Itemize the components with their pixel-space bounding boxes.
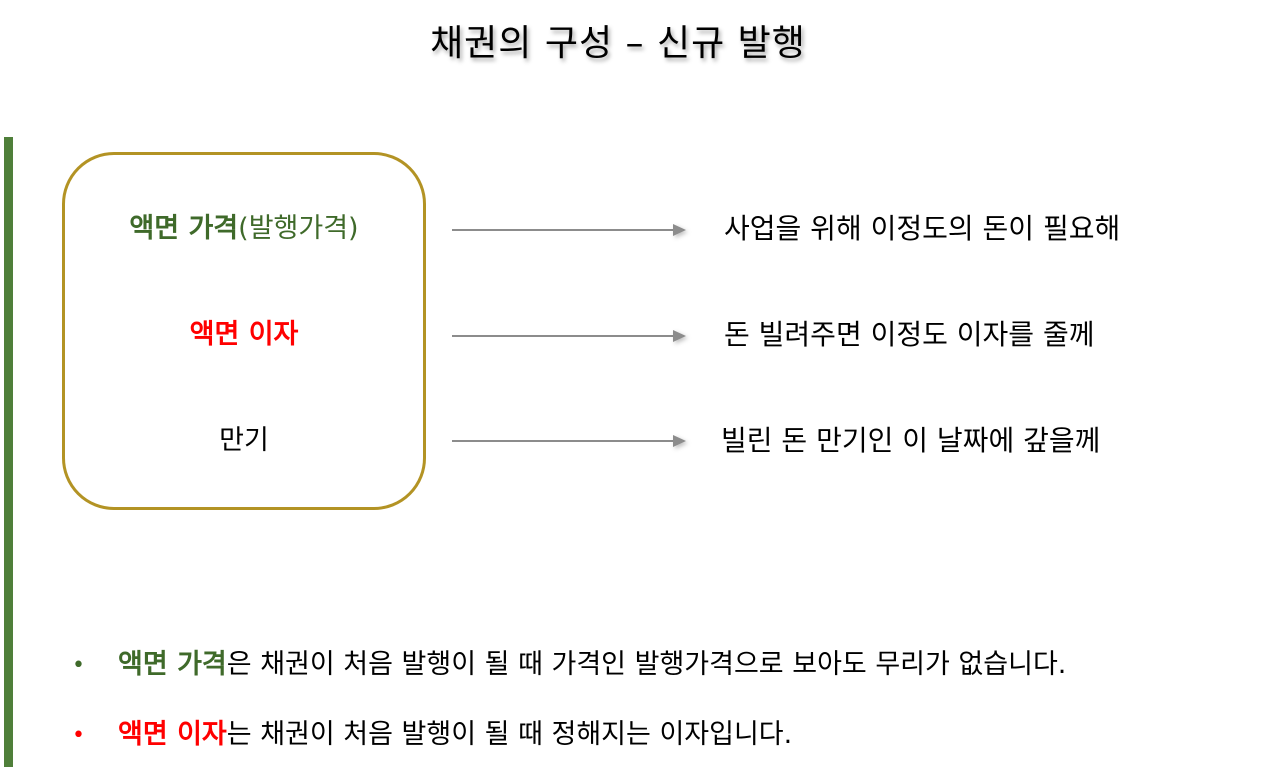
bullet-text: 는 채권이 처음 발행이 될 때 정해지는 이자입니다. [226,719,793,750]
terms-box [62,152,426,510]
term-coupon-label: 액면 이자 [189,319,299,350]
desc-face-value: 사업을 위해 이정도의 돈이 필요해 [724,212,1121,245]
bullet-highlight: 액면 가격 [118,649,227,680]
left-accent-bar [4,137,13,767]
arrow-head-icon [673,330,686,342]
term-coupon: 액면 이자 [62,318,426,352]
arrow-head-icon [673,224,686,236]
bullet-item-coupon: • 액면 이자는 채권이 처음 발행이 될 때 정해지는 이자입니다. [72,717,792,754]
desc-coupon: 돈 빌려주면 이정도 이자를 줄께 [724,318,1095,351]
term-face-value-extra: (발행가격) [238,213,359,244]
bullet-dot-icon: • [72,652,85,678]
arrow-2 [452,330,686,342]
term-maturity: 만기 [62,424,426,458]
term-maturity-label: 만기 [219,425,269,456]
slide-title: 채권의 구성 – 신규 발행 [430,23,806,64]
arrow-1 [452,224,686,236]
bullet-item-face-value: • 액면 가격은 채권이 처음 발행이 될 때 가격인 발행가격으로 보아도 무리… [72,647,1066,684]
desc-maturity: 빌린 돈 만기인 이 날짜에 갚을께 [721,424,1101,457]
arrow-head-icon [673,435,686,447]
arrow-3 [452,435,686,447]
term-face-value-label: 액면 가격 [129,213,239,244]
bullet-dot-icon: • [72,722,85,748]
term-face-value: 액면 가격(발행가격) [62,212,426,246]
bullet-highlight: 액면 이자 [118,719,227,750]
bullet-text: 은 채권이 처음 발행이 될 때 가격인 발행가격으로 보아도 무리가 없습니다… [226,649,1067,680]
